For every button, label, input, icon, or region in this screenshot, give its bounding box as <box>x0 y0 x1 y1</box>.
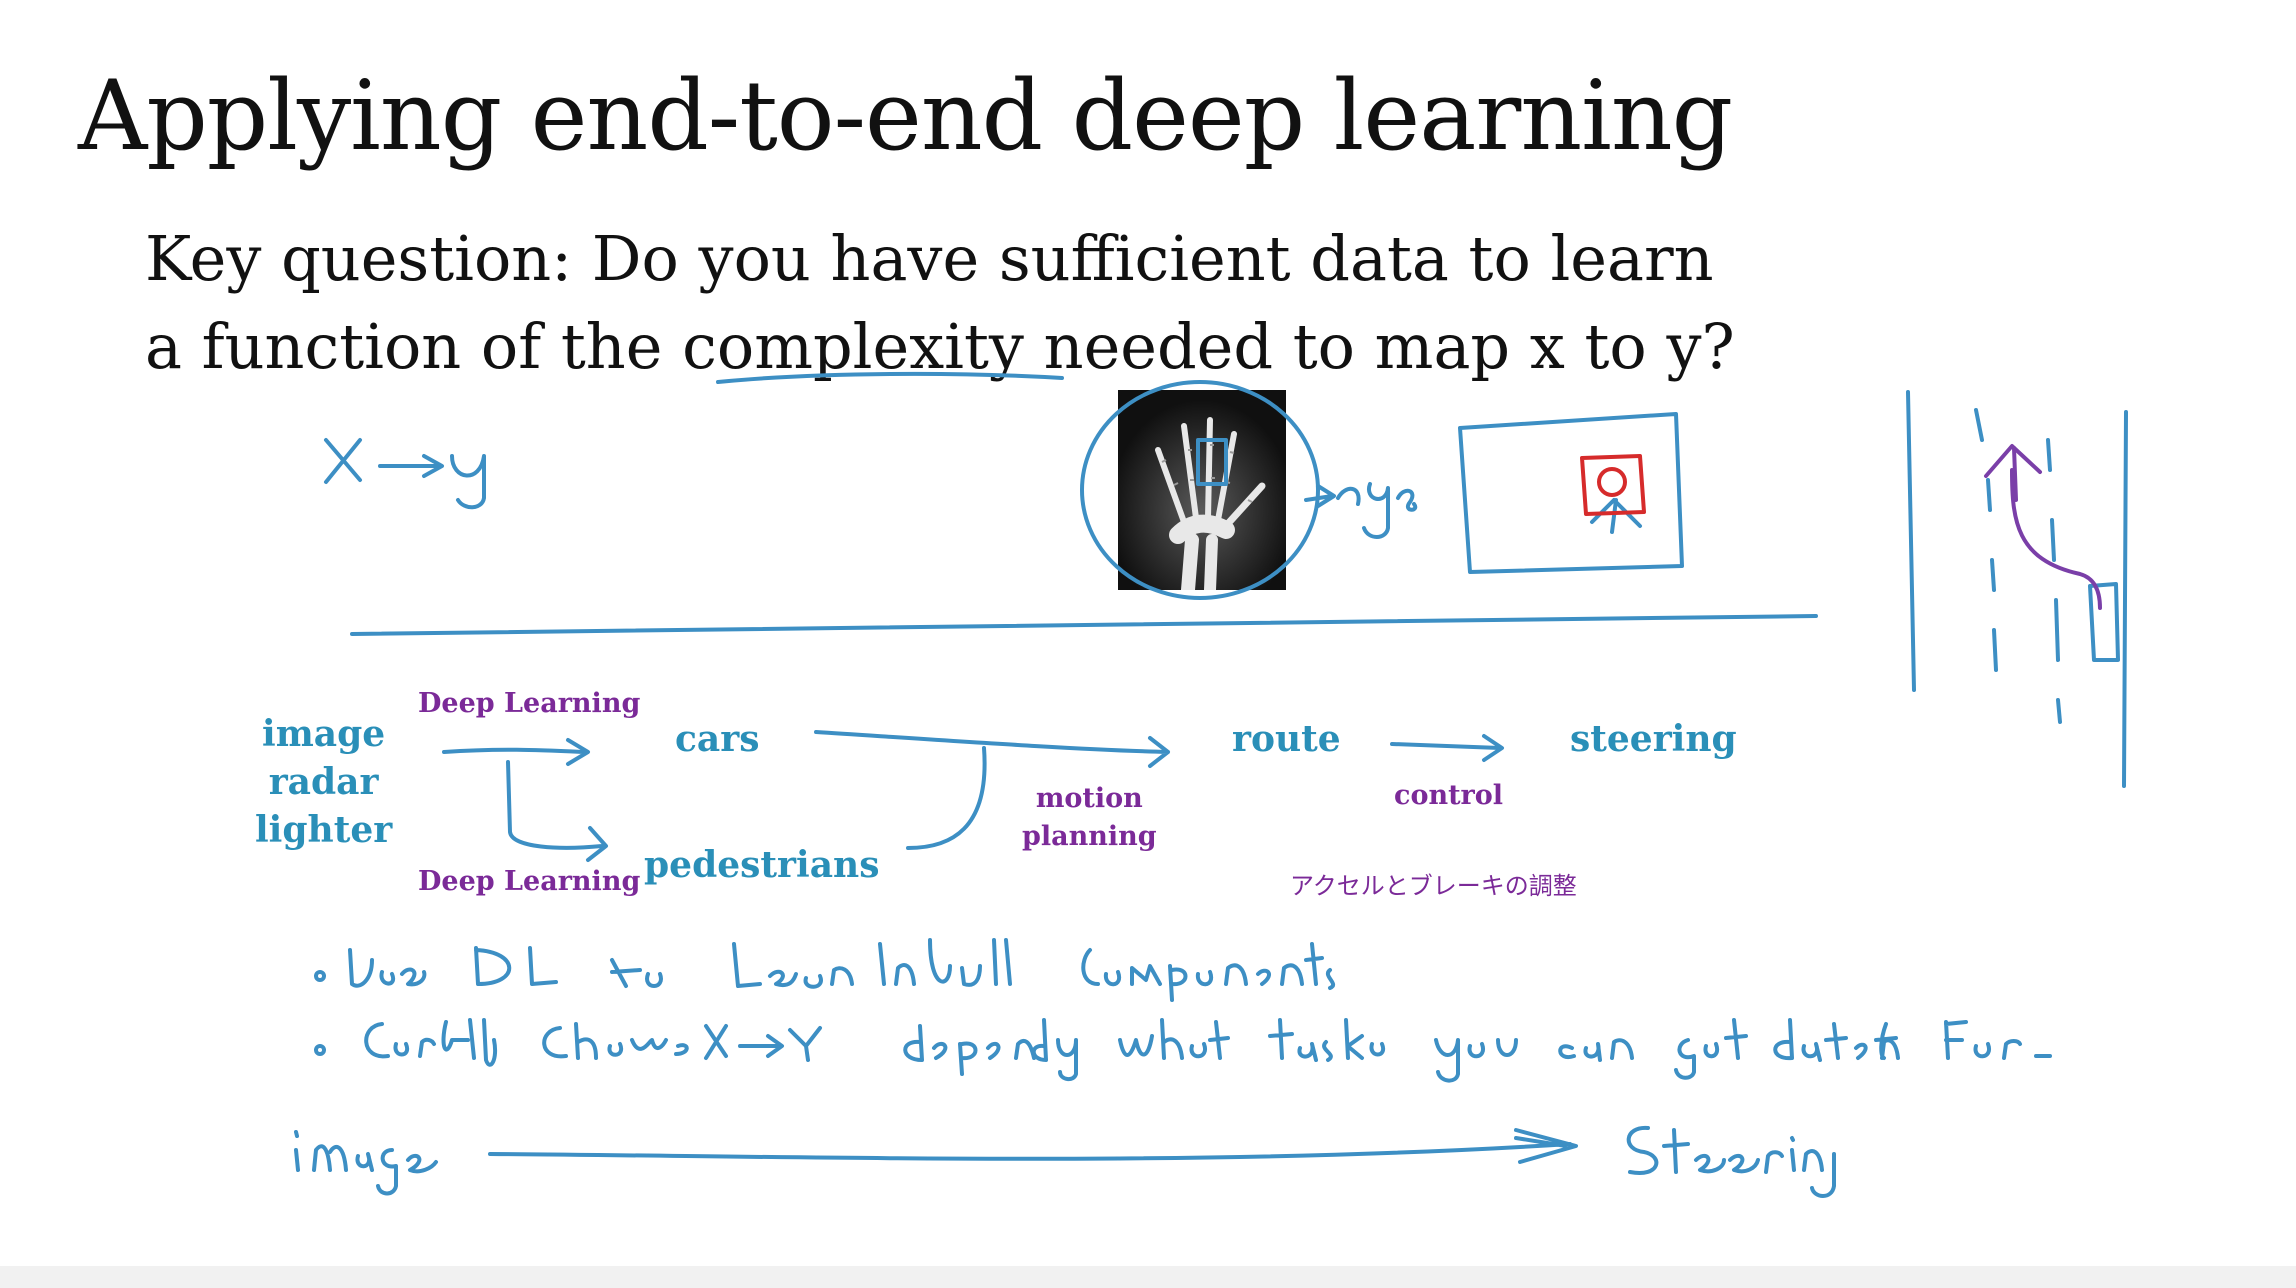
steering-label: steering <box>1570 718 1737 760</box>
note-1-handwriting <box>348 938 1336 1002</box>
image-handwriting <box>294 1130 438 1196</box>
xray-circle <box>1080 380 1320 600</box>
hand-xray-image <box>1118 390 1286 590</box>
arrow-route-to-steering <box>1390 734 1504 762</box>
key-question-line-2: a function of the complexity needed to m… <box>145 310 1735 383</box>
road-sketch <box>1906 390 2128 788</box>
age-arrow <box>1304 484 1336 508</box>
arrow-to-pedestrians <box>506 760 608 862</box>
control-label: control <box>1394 780 1504 811</box>
motion-planning-label: motion planning <box>1022 780 1157 856</box>
note-2-handwriting <box>364 1018 2052 1083</box>
bottom-bar <box>0 1266 2296 1288</box>
key-question: Key question: Do you have sufficient dat… <box>145 215 1735 391</box>
long-arrow-to-steering <box>488 1128 1578 1164</box>
arrow-cars-to-route <box>814 730 1170 768</box>
cars-label: cars <box>675 718 760 760</box>
input-radar: radar <box>268 761 379 803</box>
bracket-to-motion <box>906 746 987 850</box>
deep-learning-label-top: Deep Learning <box>418 688 641 719</box>
complexity-underline <box>716 371 1064 384</box>
route-label: route <box>1232 718 1341 760</box>
arrow-to-cars <box>442 738 590 766</box>
pedestrian-box <box>1458 412 1684 574</box>
key-question-line-1: Key question: Do you have sufficient dat… <box>145 222 1714 295</box>
separator-line <box>350 614 1818 636</box>
x-to-y-handwriting <box>324 438 486 510</box>
purple-route-path <box>2010 468 2102 610</box>
slide-title: Applying end-to-end deep learning <box>78 60 1733 172</box>
red-target-box <box>1580 454 1646 516</box>
deep-learning-label-bottom: Deep Learning <box>418 866 641 897</box>
motion-planning-line-1: motion <box>1035 783 1143 814</box>
pedestrians-label: pedestrians <box>644 844 880 886</box>
input-image: image <box>262 713 386 755</box>
motion-planning-line-2: planning <box>1022 821 1157 852</box>
age-handwriting <box>1336 482 1418 539</box>
steering-handwriting <box>1626 1125 1836 1198</box>
input-sensors: image radar lighter <box>255 710 392 854</box>
japanese-note: アクセルとブレーキの調整 <box>1290 872 1577 900</box>
input-lighter: lighter <box>255 809 393 851</box>
